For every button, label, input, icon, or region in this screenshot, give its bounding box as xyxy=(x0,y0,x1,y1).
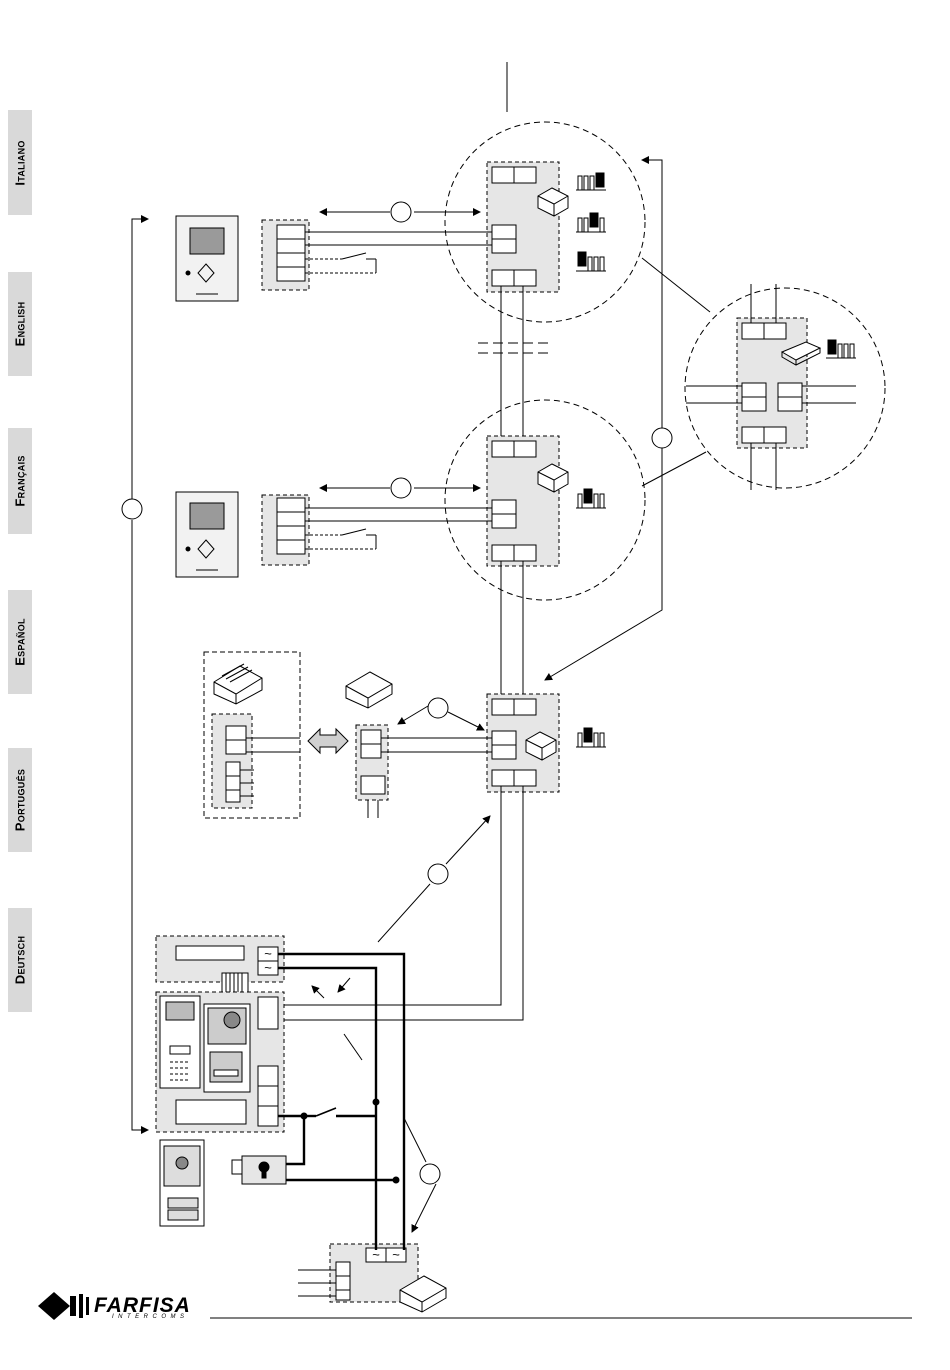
callout-circle xyxy=(391,202,411,222)
callout-circle xyxy=(391,478,411,498)
ac-symbol: ~ xyxy=(264,960,272,975)
jumper-icon-4 xyxy=(576,489,606,508)
riser-to-panel-a xyxy=(284,786,501,1005)
jumper-icon-1 xyxy=(576,173,606,190)
floor-1-terminal-bottom-left xyxy=(492,270,514,286)
din-module-icon-1 xyxy=(214,664,262,704)
jumper-icon-3 xyxy=(576,252,606,271)
jumper-icon-detail xyxy=(826,340,856,358)
camera-panel-icon xyxy=(204,1004,250,1092)
left-bus-bottom xyxy=(132,520,148,1130)
power-wiring xyxy=(278,954,404,1250)
monitor-2-screen xyxy=(190,503,224,529)
farfisa-logo-icon xyxy=(38,1292,89,1320)
jumper-icon-2 xyxy=(576,213,606,232)
left-bus-top xyxy=(132,219,148,499)
callout-circle xyxy=(428,864,448,884)
connection-arrow-top xyxy=(642,160,662,428)
floor-1-terminal-mid-a xyxy=(492,225,516,239)
callout-circle xyxy=(652,428,672,448)
ac-symbol: ~ xyxy=(264,946,272,961)
lock-icon xyxy=(232,1156,286,1184)
brand-tagline: INTERCOMS xyxy=(112,1314,189,1320)
ac-symbol: ~ xyxy=(392,1247,400,1262)
callout-circle xyxy=(420,1164,440,1184)
jumper-icon-5 xyxy=(576,728,606,747)
floor-1-terminal-mid-b xyxy=(492,239,516,253)
floor-1-terminal-top-left xyxy=(492,167,514,183)
zoom-link-line-2 xyxy=(642,452,706,486)
keypad-panel-icon xyxy=(160,996,200,1088)
floor-1-terminal-bottom-right xyxy=(514,270,536,286)
zoom-link-line-1 xyxy=(642,258,710,312)
callout-circle xyxy=(122,499,142,519)
bidirectional-arrow-icon xyxy=(308,729,348,753)
callout-circle xyxy=(428,698,448,718)
audio-panel-icon xyxy=(160,1140,204,1226)
monitor-1-screen xyxy=(190,228,224,254)
ac-symbol: ~ xyxy=(372,1247,380,1262)
floor-1-terminal-top-right xyxy=(514,167,536,183)
din-module-icon-2 xyxy=(346,672,392,708)
